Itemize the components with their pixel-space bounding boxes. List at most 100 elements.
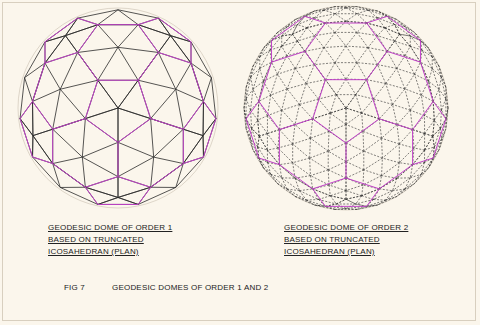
geodesic-strut [336, 94, 355, 95]
geodesic-strut [306, 80, 325, 84]
geodesic-strut [176, 89, 204, 101]
geodesic-strut [33, 89, 61, 101]
geodesic-strut [278, 27, 287, 33]
geodesic-strut [258, 136, 260, 147]
geodesic-strut [118, 197, 138, 204]
geodesic-strut [118, 47, 138, 80]
geodesic-strut [395, 25, 411, 36]
geodesic-strut [399, 144, 414, 148]
geodesic-strut [292, 25, 297, 35]
truncated-icosahedron-edge [45, 18, 78, 42]
truncated-icosahedron-edge [367, 16, 388, 23]
geodesic-strut [53, 164, 86, 188]
geodesic-strut [357, 23, 367, 32]
truncated-icosahedron-edge [85, 177, 118, 188]
geodesic-strut [203, 78, 211, 102]
geodesic-strut [330, 108, 346, 113]
geodesic-strut [246, 99, 250, 110]
geodesic-strut [118, 142, 119, 176]
geodesic-strut [306, 199, 318, 201]
geodesic-strut [357, 32, 368, 47]
geodesic-strut [299, 104, 312, 118]
geodesic-strut [397, 20, 415, 33]
geodesic-strut [400, 34, 411, 46]
truncated-icosahedron-edge [305, 23, 326, 51]
truncated-icosahedron-edge [52, 129, 53, 163]
geodesic-strut [292, 34, 297, 41]
geodesic-strut [336, 95, 346, 108]
geodesic-strut [306, 65, 314, 84]
geodesic-strut [183, 129, 184, 163]
truncated-icosahedron-edge [183, 129, 184, 163]
geodesic-strut [53, 119, 86, 130]
truncated-icosahedron-edge [387, 16, 420, 40]
geodesic-strut [374, 99, 393, 104]
geodesic-strut [309, 158, 311, 176]
geodesic-strut [176, 63, 191, 89]
geodesic-strut [335, 62, 357, 63]
geodesic-strut [176, 89, 184, 129]
geodesic-strut [203, 101, 204, 135]
geodesic-strut [414, 168, 428, 184]
geodesic-strut [325, 23, 335, 32]
truncated-icosahedron-edge [203, 119, 215, 157]
truncated-icosahedron-edge [85, 187, 97, 204]
geodesic-strut [386, 84, 393, 105]
truncated-icosahedron-edge [367, 51, 388, 79]
geodesic-strut [32, 136, 33, 157]
geodesic-strut [60, 187, 85, 188]
geodesic-strut [85, 187, 118, 197]
geodesic-strut [432, 57, 433, 69]
geodesic-strut [328, 170, 330, 185]
truncated-icosahedron-edge [33, 101, 53, 129]
geodesic-strut [271, 95, 282, 110]
truncated-icosahedron-edge [118, 142, 119, 176]
geodesic-strut [287, 189, 299, 191]
geodesic-strut [154, 129, 184, 157]
geodesic-strut [151, 89, 176, 118]
geodesic-strut [65, 18, 77, 36]
geodesic-strut [346, 108, 347, 125]
geodesic-strut [433, 120, 435, 136]
geodesic-strut [65, 36, 77, 53]
geodesic-strut [346, 151, 364, 161]
geodesic-strut [378, 65, 397, 69]
geodesic-strut [244, 87, 246, 108]
geodesic-strut [183, 129, 203, 135]
geodesic-strut [33, 63, 45, 101]
geodesic-strut [151, 119, 184, 130]
geodesic-strut [346, 191, 362, 196]
geodesic-strut [267, 110, 281, 115]
geodesic-strut [382, 163, 400, 176]
truncated-icosahedron-edge [78, 25, 98, 53]
geodesic-strut [292, 144, 293, 163]
geodesic-strut [397, 189, 405, 196]
geodesic-strut [118, 108, 119, 142]
geodesic-strut [260, 41, 272, 57]
geodesic-strut [346, 125, 347, 143]
truncated-icosahedron-edge [45, 52, 78, 63]
geodesic-strut [271, 174, 287, 189]
geodesic-dome-plan [18, 8, 218, 208]
truncated-icosahedron-edge [346, 143, 347, 178]
geodesic-strut [309, 138, 311, 158]
geodesic-strut [363, 176, 382, 185]
truncated-icosahedron-edge [272, 16, 305, 40]
geodesic-strut [400, 34, 411, 36]
geodesic-strut [282, 177, 295, 178]
geodesic-strut [98, 24, 138, 25]
geodesic-strut [335, 32, 346, 46]
geodesic-strut [259, 136, 267, 150]
geodesic-strut [263, 41, 271, 49]
geodesic-strut [357, 10, 368, 14]
geodesic-strut [356, 95, 374, 99]
geodesic-strut [393, 89, 405, 105]
geodesic-strut [32, 101, 33, 135]
truncated-icosahedron-edge [313, 80, 326, 119]
geodesic-strut [98, 197, 118, 204]
geodesic-strut [251, 57, 260, 77]
geodesic-strut [318, 99, 330, 113]
truncated-icosahedron-edge [33, 63, 45, 101]
truncated-icosahedron-edge [203, 101, 215, 118]
truncated-icosahedron-edge [305, 51, 326, 79]
